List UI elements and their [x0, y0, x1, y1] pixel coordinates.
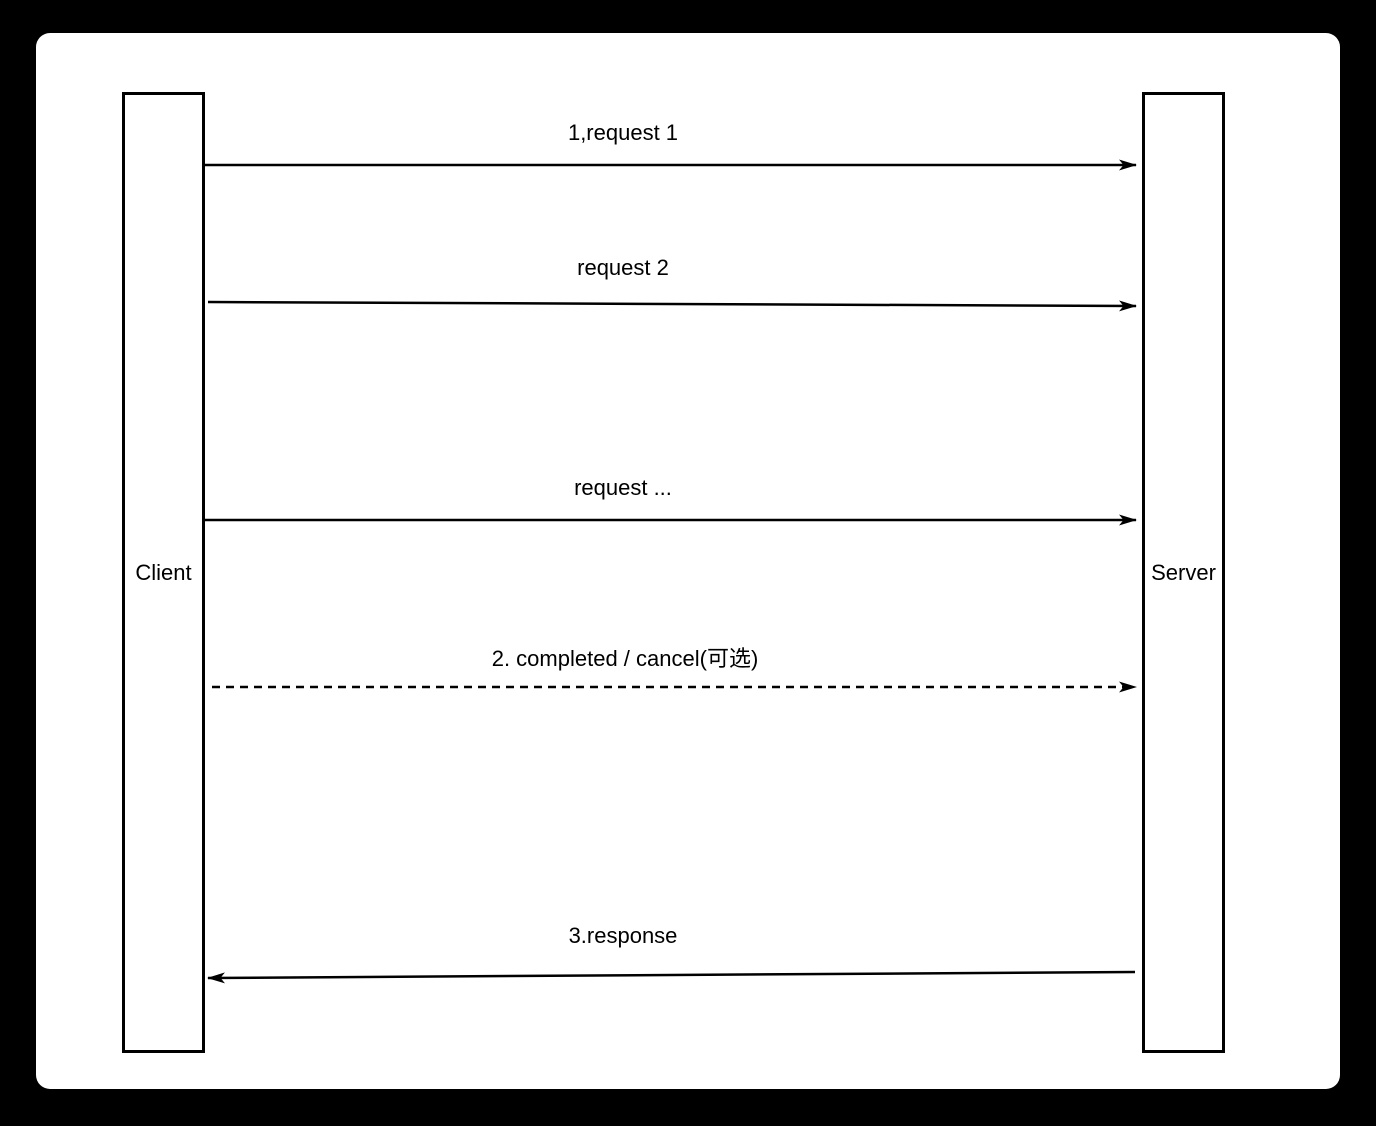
participant-client-label: Client	[135, 559, 192, 585]
participant-client: Client	[122, 92, 205, 1053]
message-label-completed-cancel: 2. completed / cancel(可选)	[491, 646, 759, 671]
message-label-response: 3.response	[568, 923, 678, 948]
message-arrow-request2	[207, 300, 1137, 312]
participant-server: Server	[1142, 92, 1225, 1053]
message-label-request-more: request ...	[574, 475, 672, 500]
message-label-request1: 1,request 1	[567, 120, 679, 145]
participant-server-label: Server	[1151, 559, 1216, 585]
diagram-canvas: Client Server 1,request 1 request 2 requ…	[36, 33, 1340, 1089]
message-arrow-response	[207, 970, 1136, 984]
message-label-request2: request 2	[577, 255, 669, 280]
